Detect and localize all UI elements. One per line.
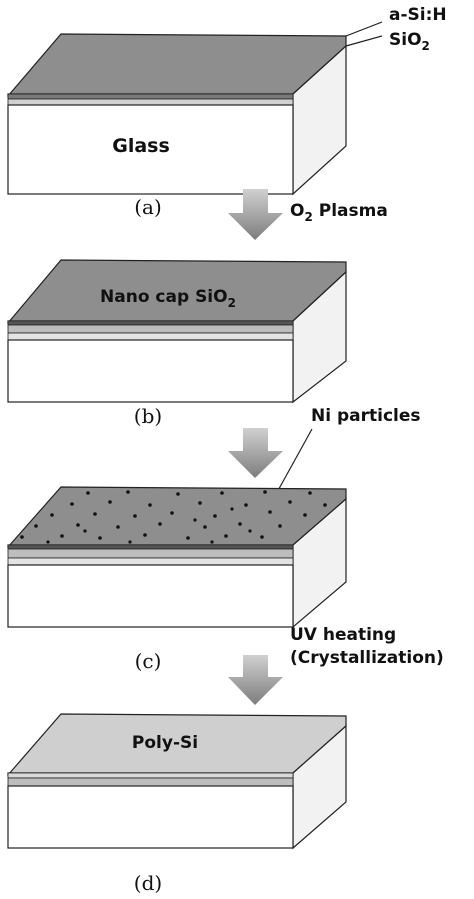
panel-c: (c) (7, 486, 347, 673)
step-label-d: (d) (134, 871, 162, 895)
panel-d: Poly-Si (d) (7, 713, 347, 895)
panel-c-a-si-layer (7, 548, 294, 559)
panel-a-a-si-layer (7, 93, 294, 100)
label-uv-heating: UV heating (290, 625, 396, 645)
panel-b-cap-layer (7, 320, 294, 326)
label-poly-si: Poly-Si (132, 733, 198, 753)
panel-b: Nano cap SiO2 (b) (7, 259, 347, 428)
step-label-a: (a) (134, 195, 162, 219)
step-label-c: (c) (135, 649, 162, 673)
panel-a-sio2-layer (7, 98, 294, 106)
process-arrow-1 (228, 189, 283, 240)
process-arrow-3 (228, 655, 283, 705)
label-sio2: SiO2 (389, 30, 430, 53)
panel-b-a-si-layer (7, 324, 294, 334)
panel-b-sio2-layer (7, 332, 294, 341)
panel-a: a-Si:H SiO2 Glass (a) (7, 5, 447, 219)
panel-c-sio2-layer (7, 557, 294, 566)
panel-d-glass-layer (7, 785, 294, 849)
panel-d-poly-si-layer (7, 772, 294, 779)
panel-c-top-surface (7, 486, 347, 549)
label-a-si-h: a-Si:H (389, 5, 447, 25)
panel-d-sio2-layer (7, 777, 294, 787)
panel-a-glass-layer (7, 104, 294, 195)
pointer-sio2 (345, 35, 383, 47)
ni-particle-dots (20, 490, 327, 544)
label-glass: Glass (112, 135, 170, 157)
label-nano-cap-sio2: Nano cap SiO2 (100, 287, 236, 310)
label-ni-particles: Ni particles (311, 406, 421, 426)
step-label-b: (b) (134, 404, 162, 428)
label-o2-plasma: O2 Plasma (290, 201, 388, 224)
label-crystallization: (Crystallization) (290, 648, 444, 668)
pointer-a-si-h (345, 21, 383, 37)
panel-c-glass-layer (7, 564, 294, 628)
panel-c-cap-layer (7, 544, 294, 550)
panel-b-glass-layer (7, 339, 294, 403)
process-arrow-2 (228, 428, 283, 478)
panel-a-top-surface (7, 33, 347, 98)
